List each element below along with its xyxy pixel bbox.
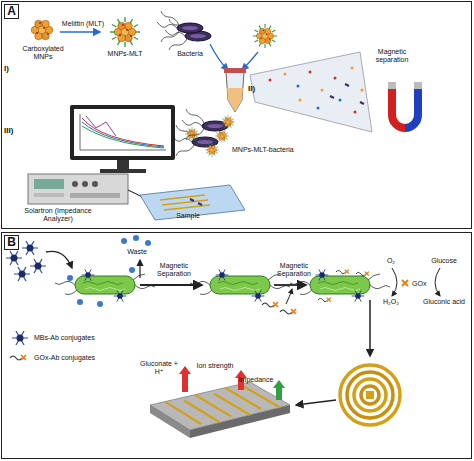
flow-arrow — [286, 289, 292, 304]
separation-plane — [250, 52, 372, 132]
process-label: Magnetic separation — [362, 48, 422, 64]
gox-conjugates — [262, 302, 296, 314]
chemical-label: O₂ — [382, 257, 400, 265]
instrument-label: Solartron (Impedance Analyzer) — [16, 207, 100, 223]
impedance-analyzer — [28, 174, 128, 204]
carboxylated-mnp — [31, 20, 53, 40]
chemical-label: Gluconic acid — [418, 298, 470, 306]
tube — [226, 72, 244, 112]
mix-arrow — [242, 52, 258, 70]
step-number: III) — [4, 126, 22, 135]
mnp-mlt-bacteria — [172, 109, 235, 157]
enzyme-reaction — [392, 268, 440, 296]
separation-arrow — [274, 284, 306, 286]
spiral-electrode — [340, 365, 400, 425]
organism-label: Bacteria — [168, 50, 212, 58]
process-label: Magnetic Separation — [148, 262, 200, 278]
legend-text: MBs-Ab conjugates — [34, 334, 108, 342]
mnp-mlt — [110, 17, 140, 47]
magnet — [388, 82, 422, 128]
flow-arrow — [369, 300, 371, 356]
reagent-label: Melittin (MLT) — [58, 20, 108, 28]
panel-letter: B — [4, 235, 19, 250]
panel-letter: A — [4, 4, 19, 19]
flow-arrow — [46, 251, 72, 268]
legend-text: GOx-Ab conjugates — [34, 354, 108, 362]
tube-cap — [224, 68, 246, 73]
signal-label: Ion strength — [192, 362, 238, 370]
bacterium — [157, 11, 203, 42]
step-number: II) — [248, 84, 264, 93]
chemical-label: Glucose — [426, 257, 462, 265]
chemical-label: H₂O₂ — [378, 298, 404, 306]
signal-label: Gluconate + H⁺ — [138, 360, 180, 376]
waste-arrow — [139, 260, 140, 278]
enzyme-label: GOx — [412, 280, 434, 288]
process-label: Magnetic Separation — [268, 262, 320, 278]
computer-monitor — [70, 105, 175, 173]
mix-arrow — [210, 44, 228, 70]
waste-particles — [121, 235, 151, 246]
tube-liquid — [227, 88, 243, 112]
complex-label: MNPs-MLT-bacteria — [232, 146, 312, 154]
flow-arrow — [296, 400, 336, 405]
waste-label: Waste — [120, 248, 154, 256]
step-number: I) — [4, 64, 20, 73]
particle-stream — [269, 67, 365, 114]
panel-a-art — [28, 11, 422, 220]
particle-label: Carboxylated MNPs — [16, 45, 70, 61]
legend-icon — [12, 331, 28, 345]
particle-label: MNPs-MLT — [98, 50, 152, 58]
sensor-chip — [150, 366, 290, 438]
panel-b-art — [6, 235, 440, 438]
legend-icon — [10, 355, 26, 360]
panel-frame: B — [1, 232, 472, 459]
reaction-arrow — [60, 31, 100, 33]
sample-label: Sample — [170, 212, 206, 220]
mnp-mlt — [253, 24, 277, 48]
signal-label: Impedance — [236, 376, 276, 384]
panel-frame: A — [1, 1, 472, 229]
sample-slide — [140, 185, 245, 220]
